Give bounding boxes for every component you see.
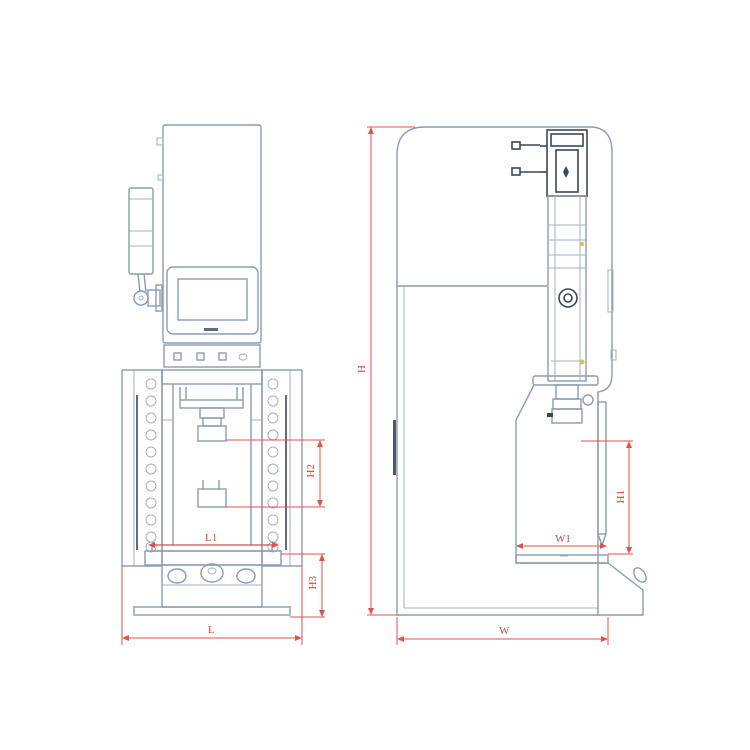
lower-die: [197, 480, 227, 508]
right-column: [261, 369, 303, 567]
door-handle: [393, 420, 396, 475]
guide-rod: [597, 401, 607, 548]
bolster-plate: [151, 544, 273, 552]
dimension-H: [367, 126, 415, 616]
base-bevel: [598, 562, 644, 616]
front-view: [121, 124, 325, 645]
upper-housing: [162, 124, 262, 344]
ram-assembly: [179, 387, 244, 442]
dimension-W1: [516, 543, 607, 549]
dimension-H3: [281, 553, 325, 618]
housing-tab: [157, 174, 164, 181]
servo-actuator: [511, 129, 588, 382]
hmi-touchscreen: [166, 266, 259, 335]
dimension-label-H: H: [356, 365, 368, 373]
dimension-label-H3: H3: [307, 576, 319, 590]
dimension-label-H2: H2: [305, 464, 317, 478]
dimension-H2: [226, 439, 325, 508]
right-hole-row: [267, 378, 279, 553]
foot-knob: [633, 567, 647, 583]
side-body-outline: [396, 126, 613, 616]
side-view: [367, 126, 647, 645]
base-block: [133, 563, 291, 616]
dimension-label-W: W: [499, 625, 510, 637]
dimension-label-L1: L1: [205, 532, 218, 544]
button-panel: [163, 344, 261, 368]
upper-die: [197, 425, 227, 442]
dimension-W: [396, 617, 609, 645]
dimension-label-W1: W1: [555, 533, 571, 545]
bolster-table: [515, 554, 609, 564]
dimension-L: [121, 566, 303, 645]
side-ram-assembly: [532, 375, 599, 424]
dimension-L1: [148, 542, 279, 548]
inner-frame: [161, 369, 263, 545]
bed-top: [144, 550, 282, 566]
left-hole-row: [145, 378, 157, 553]
dimension-label-L: L: [208, 624, 215, 636]
dimension-H1: [581, 440, 633, 555]
signal-tower-icon: [128, 187, 163, 312]
left-column: [121, 369, 163, 567]
dimension-label-H1: H1: [615, 490, 627, 504]
housing-tab: [156, 137, 164, 146]
